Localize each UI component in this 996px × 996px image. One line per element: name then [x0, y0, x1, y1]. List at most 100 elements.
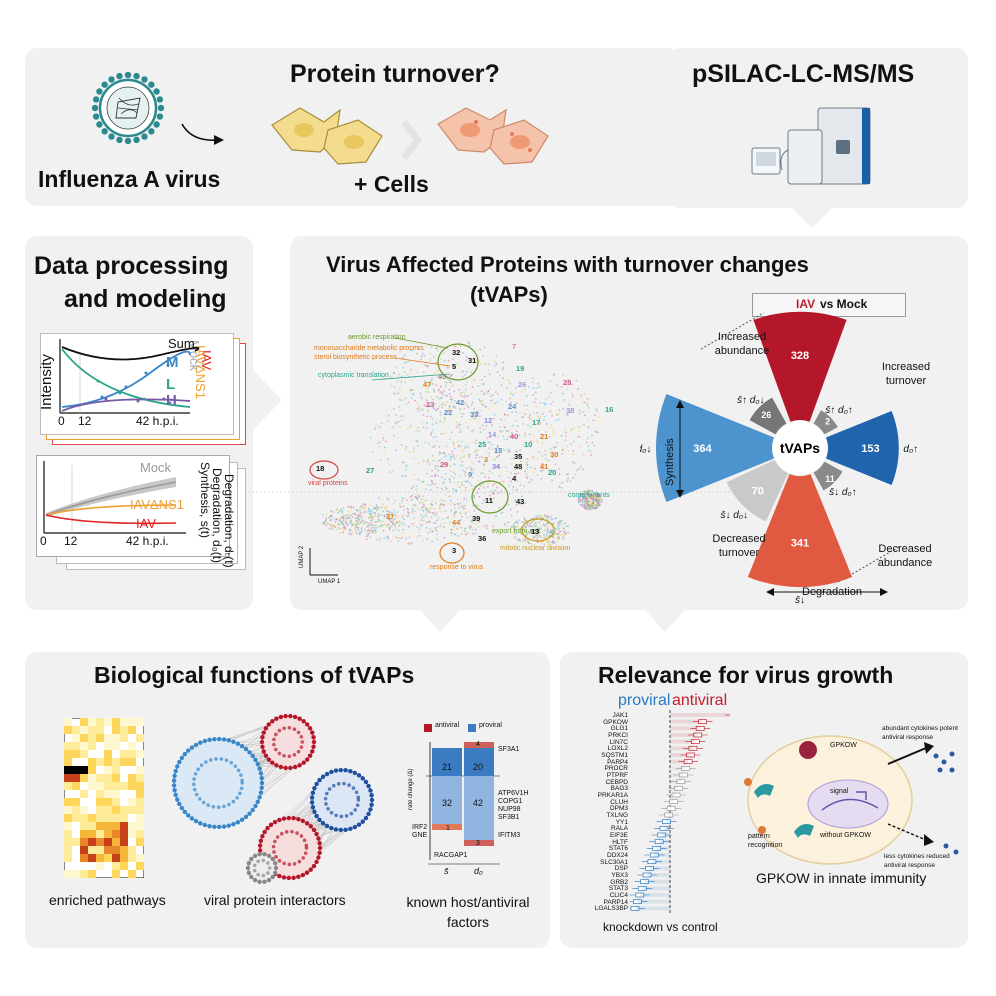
gene-ifitm3: IFITM3	[498, 832, 521, 839]
bar-legend-proviral: proviral	[479, 722, 502, 729]
umap-plot	[309, 337, 603, 576]
radial-tag: d₀↑	[903, 444, 918, 455]
knockdown-gene-label: YY1	[615, 818, 628, 826]
knockdown-gene-label: GLG1	[610, 725, 628, 733]
radial-tag: d₀↓	[640, 444, 651, 455]
umap-cluster-label: 16	[605, 405, 614, 414]
annot-viral: viral proteins	[308, 480, 348, 487]
corner-increased-abundance: Increased abundance	[714, 331, 770, 357]
annot-contaminants: contaminants	[568, 492, 610, 499]
umap-cluster-label: 38	[566, 406, 575, 415]
plot2-iavdns1-label: IAVΔNS1	[130, 497, 184, 512]
umap-ylabel: UMAP 2	[299, 545, 305, 568]
umap-cluster-label: 18	[316, 464, 325, 473]
knockdown-gene-label: GRB2	[610, 878, 628, 886]
radial-tag: s̄↓ d₀↓	[720, 510, 748, 521]
knockdown-gene-label: LIN7C	[609, 738, 628, 746]
umap-cluster-label: 32	[452, 348, 461, 357]
knockdown-gene-label: SQSTM1	[601, 752, 628, 759]
virus-icon	[91, 71, 165, 145]
umap-cluster-label: 44	[452, 518, 461, 527]
knockdown-gene-label: BAG3	[610, 785, 628, 793]
radial-value: 153	[861, 443, 879, 455]
tvaps-title-2: (tVAPs)	[470, 282, 548, 307]
caption-enriched: enriched pathways	[49, 892, 166, 908]
umap-cluster-label: 12	[484, 416, 493, 425]
knockdown-gene-label: GPKOW	[603, 718, 628, 726]
bar-s-1: 1	[446, 825, 450, 832]
series-l-label: L	[166, 376, 176, 393]
cells-label: + Cells	[354, 171, 429, 197]
radial-header-iav: IAV	[796, 297, 816, 311]
cell-out2: less cytokines reduced antiviral respons…	[884, 853, 950, 869]
umap-cluster-label: 30	[550, 450, 559, 459]
gene-sf3b1: SF3B1	[498, 814, 520, 821]
growth-title: Relevance for virus growth	[598, 662, 894, 688]
radial-tag: s̄↑ d₀↑	[825, 405, 853, 416]
plot2-mock-label: Mock	[140, 460, 172, 475]
radial-segment	[747, 473, 853, 588]
radial-header-box	[752, 293, 906, 317]
radial-tag: s̄↑ d₀↓	[737, 395, 765, 406]
umap-cluster-label: 9	[468, 470, 473, 479]
umap-cluster-label: 47	[423, 380, 432, 389]
gene-atp6v1h: ATP6V1H	[498, 790, 529, 797]
plot2-xtick-12: 12	[64, 534, 78, 548]
bar-legend-proviral-swatch	[468, 724, 476, 732]
data-processing-title-1: Data processing	[34, 252, 229, 280]
umap-cluster-label: 2	[484, 455, 489, 464]
knockdown-gene-label: PARP4	[607, 758, 628, 766]
annot-aerobic: aerobic respiration	[348, 334, 406, 341]
radial-segment	[813, 410, 838, 435]
plot1-xtick-0: 0	[58, 414, 65, 428]
umap-cluster-label: 13	[531, 527, 540, 536]
umap-cluster-label: 25	[478, 440, 487, 449]
knockdown-gene-label: STAT3	[608, 885, 628, 893]
umap-cluster-label: 15	[494, 446, 503, 455]
gene-nup98: NUP98	[498, 806, 521, 813]
plot2-iav-label: IAV	[136, 516, 156, 531]
umap-cluster-label: 7	[512, 342, 517, 351]
knockdown-gene-label: HLTF	[612, 838, 628, 846]
bar-legend-antiviral: antiviral	[435, 722, 460, 729]
data-processing-title-2: and modeling	[64, 285, 227, 313]
series-h-label: H	[166, 392, 177, 409]
deg-dt-side-label: Degradation, dₜ(t)	[222, 474, 236, 568]
knockdown-gene-label: EIF3E	[609, 832, 628, 839]
umap-xlabel: UMAP 1	[318, 579, 341, 585]
ms-title: pSILAC-LC-MS/MS	[692, 60, 915, 88]
growth-caption: GPKOW in innate immunity	[756, 870, 927, 886]
corner-increased-turnover: Increased turnover	[881, 361, 931, 387]
umap-cluster-label: 5	[452, 362, 457, 371]
knockdown-gene-label: DDX24	[607, 852, 628, 859]
plot2-xtick-0: 0	[40, 534, 47, 548]
umap-cluster-label: 17	[532, 418, 541, 427]
cell-out1: abundant cytokines potent antiviral resp…	[882, 725, 958, 741]
umap-cluster-label: 28	[563, 378, 572, 387]
mass-spectrometer-icon	[751, 107, 871, 185]
knockdown-gene-label: DPM3	[609, 805, 628, 813]
radial-tag: s̄↓	[795, 595, 805, 606]
umap-cluster-label: 20	[548, 468, 557, 477]
knockdown-gene-label: CLUH	[610, 798, 628, 806]
radial-value: 341	[791, 538, 809, 550]
radial-segment	[825, 410, 899, 486]
umap-cluster-label: 40	[510, 432, 519, 441]
knockdown-gene-label: CLIC4	[609, 892, 628, 899]
umap-cluster-label: 23	[426, 400, 435, 409]
radial-segment	[753, 311, 847, 422]
radial-value: 328	[791, 350, 809, 362]
knockdown-gene-label: PARP14	[603, 898, 628, 906]
cells-icon	[271, 107, 549, 165]
cell-signal: signal	[830, 788, 849, 795]
umap-cluster-label: 27	[366, 466, 375, 475]
annot-cytoplasmic: cytoplasmic translation	[318, 372, 389, 379]
plot1-xtick-12: 12	[78, 414, 92, 428]
boxplot-xlabel: knockdown vs control	[603, 920, 718, 934]
plot1-xtick-42: 42 h.p.i.	[136, 414, 179, 428]
knockdown-gene-label: LOXL2	[607, 745, 628, 753]
radial-center-label: tVAPs	[780, 440, 820, 456]
